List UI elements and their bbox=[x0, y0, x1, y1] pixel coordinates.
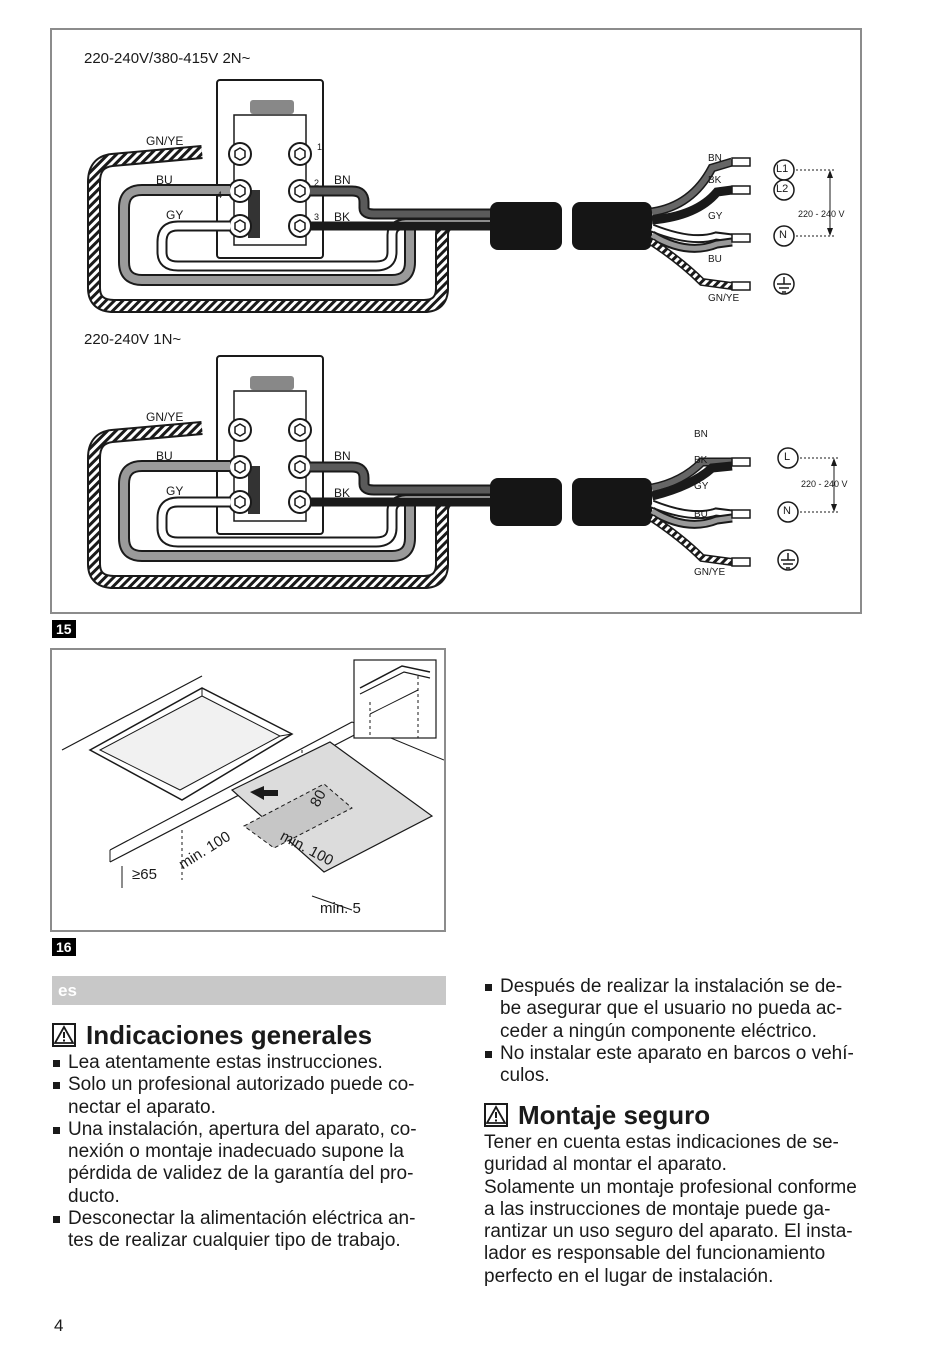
language-tag: es bbox=[58, 981, 77, 1000]
bullet-item: Una instalación, apertura del aparato, c… bbox=[52, 1119, 452, 1208]
bullet-line: nexión o montaje inadecuado supone la bbox=[68, 1141, 404, 1163]
general-bullets-right: Después de realizar la instalación se de… bbox=[484, 976, 904, 1087]
end-label-gy: GY bbox=[694, 481, 709, 492]
paragraph-line: Solamente un montaje profesional conform… bbox=[484, 1176, 857, 1198]
bullet-line: culos. bbox=[500, 1065, 550, 1087]
cutout-diagram bbox=[52, 659, 444, 911]
wire-label-bk: BK bbox=[334, 486, 351, 500]
phase-label-l1: L1 bbox=[776, 163, 789, 175]
bottom-diagram bbox=[87, 355, 838, 589]
bullet-item: Solo un profesional autorizado puede co-… bbox=[52, 1074, 452, 1119]
general-bullets-left: Lea atentamente estas instrucciones.Solo… bbox=[52, 1052, 452, 1253]
phase-label-l: L bbox=[784, 451, 791, 463]
phase-label-n: N bbox=[779, 229, 787, 241]
warning-icon bbox=[52, 1023, 76, 1047]
terminal-mark-4: 4 bbox=[217, 190, 223, 200]
page-number: 4 bbox=[54, 1316, 64, 1335]
bullet-line: Solo un profesional autorizado puede co- bbox=[68, 1074, 415, 1096]
wire-label-bk: BK bbox=[334, 210, 351, 224]
general-title: Indicaciones generales bbox=[86, 1020, 373, 1050]
bullet-line: tes de realizar cualquier tipo de trabaj… bbox=[68, 1230, 401, 1252]
n-terminal-symbol bbox=[773, 225, 795, 247]
end-label-bu: BU bbox=[708, 254, 722, 265]
bullet-line: ceder a ningún componente eléctrico. bbox=[500, 1020, 817, 1042]
l2-terminal-symbol bbox=[773, 179, 795, 201]
bullet-line: be asegurar que el usuario no pueda ac- bbox=[500, 998, 843, 1020]
figure-15-number: 15 bbox=[52, 620, 76, 638]
paragraph-line: Tener en cuenta estas indicaciones de se… bbox=[484, 1132, 839, 1153]
terminal-mark-3: 3 bbox=[314, 212, 320, 222]
wire-label-gnye: GN/YE bbox=[146, 134, 184, 148]
dim-ge-65: ≥65 bbox=[132, 866, 157, 883]
figure-16-number: 16 bbox=[52, 938, 76, 956]
end-label-bk: BK bbox=[694, 455, 708, 466]
top-diagram-title: 220-240V/380-415V 2N~ bbox=[84, 50, 251, 67]
bullet-item: Lea atentamente estas instrucciones. bbox=[52, 1052, 452, 1074]
wire-label-bn: BN bbox=[334, 173, 351, 187]
phase-label-l2: L2 bbox=[776, 183, 789, 195]
warning-icon bbox=[484, 1103, 508, 1127]
safe-paragraph: Tener en cuenta estas indicaciones de se… bbox=[484, 1132, 904, 1288]
bullet-line: Una instalación, apertura del aparato, c… bbox=[68, 1118, 417, 1140]
end-label-bn: BN bbox=[694, 429, 708, 440]
wire-label-bu: BU bbox=[156, 173, 173, 187]
bullet-line: Desconectar la alimentación eléctrica an… bbox=[68, 1208, 416, 1230]
figure-15-frame: 220-240V/380-415V 2N~ GN/YE BU GY BN BK … bbox=[50, 28, 862, 614]
bullet-line: ducto. bbox=[68, 1185, 120, 1207]
bullet-item: No instalar este aparato en barcos o veh… bbox=[484, 1043, 904, 1088]
figure-16-frame: 80 min. 100 min. 100 ≥65 min. 5 bbox=[50, 648, 446, 932]
wire-label-bn: BN bbox=[334, 449, 351, 463]
end-label-bk: BK bbox=[708, 175, 722, 186]
wire-label-gnye: GN/YE bbox=[146, 410, 184, 424]
bottom-diagram-title: 220-240V 1N~ bbox=[84, 331, 182, 348]
voltage-label: 220 - 240 V bbox=[801, 479, 848, 489]
wire-label-gy: GY bbox=[166, 484, 184, 498]
voltage-label: 220 - 240 V bbox=[798, 209, 845, 219]
terminal-block bbox=[216, 79, 324, 259]
bullet-line: No instalar este aparato en barcos o veh… bbox=[500, 1042, 854, 1064]
paragraph-line: lador es responsable del funcionamiento bbox=[484, 1243, 826, 1265]
bullet-line: Lea atentamente estas instrucciones. bbox=[68, 1052, 383, 1073]
bullet-line: nectar el aparato. bbox=[68, 1096, 216, 1118]
cable-sheath bbox=[490, 202, 562, 250]
bullet-line: pérdida de validez de la garantía del pr… bbox=[68, 1163, 414, 1185]
terminal-mark-2: 2 bbox=[314, 178, 320, 188]
bullet-item: Después de realizar la instalación se de… bbox=[484, 976, 904, 1043]
paragraph-line: perfecto en el lugar de instalación. bbox=[484, 1265, 774, 1287]
paragraph-line: a las instrucciones de montaje puede ga- bbox=[484, 1198, 831, 1220]
terminal-mark-1: 1 bbox=[317, 142, 323, 152]
end-label-bn: BN bbox=[708, 153, 722, 164]
bullet-line: Después de realizar la instalación se de… bbox=[500, 976, 843, 997]
end-label-gnye: GN/YE bbox=[708, 293, 740, 304]
section-title-safe: Montaje seguro bbox=[484, 1100, 710, 1130]
bullet-item: Desconectar la alimentación eléctrica an… bbox=[52, 1208, 452, 1253]
wiring-diagram bbox=[87, 79, 838, 589]
top-diagram bbox=[87, 79, 834, 313]
language-bar: es bbox=[52, 976, 446, 1005]
end-label-bu: BU bbox=[694, 509, 708, 520]
wire-label-bu: BU bbox=[156, 449, 173, 463]
paragraph-line: guridad al montar el aparato. bbox=[484, 1154, 727, 1176]
end-label-gnye: GN/YE bbox=[694, 567, 726, 578]
phase-label-n: N bbox=[783, 505, 791, 517]
section-title-general: Indicaciones generales bbox=[52, 1020, 372, 1050]
paragraph-line: rantizar un uso seguro del aparato. El i… bbox=[484, 1221, 853, 1243]
dim-min-5: min. 5 bbox=[320, 900, 361, 917]
wire-label-gy: GY bbox=[166, 208, 184, 222]
end-label-gy: GY bbox=[708, 211, 723, 222]
safe-title: Montaje seguro bbox=[518, 1100, 711, 1130]
